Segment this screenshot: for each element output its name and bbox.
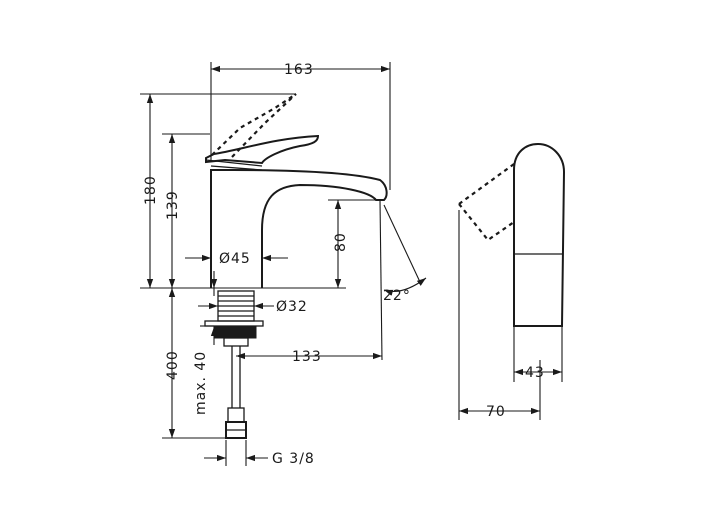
lever-closed bbox=[205, 134, 320, 165]
label-d32: Ø32 bbox=[276, 299, 308, 315]
lever-open-dashed bbox=[211, 93, 297, 156]
dimension-lines bbox=[140, 62, 563, 466]
label-70: 70 bbox=[486, 404, 506, 420]
label-400: 400 bbox=[165, 350, 181, 380]
side-view bbox=[458, 142, 566, 327]
label-80: 80 bbox=[333, 232, 349, 252]
side-lever-open-dashed bbox=[458, 163, 515, 242]
fixing-nut bbox=[213, 325, 257, 339]
label-22deg: 22° bbox=[383, 288, 411, 304]
faucet-body bbox=[210, 169, 388, 288]
fixing-washer bbox=[204, 320, 264, 327]
label-139: 139 bbox=[165, 190, 181, 220]
label-180: 180 bbox=[143, 175, 159, 205]
hose-fitting bbox=[227, 407, 245, 423]
dimension-labels: 163 180 139 80 Ø45 Ø32 22° 133 400 max. … bbox=[143, 62, 545, 467]
connection-hose bbox=[231, 346, 241, 408]
label-43: 43 bbox=[525, 365, 545, 381]
side-body bbox=[513, 142, 566, 327]
label-max40: max. 40 bbox=[193, 351, 209, 415]
front-view bbox=[204, 93, 388, 439]
label-133: 133 bbox=[292, 349, 322, 365]
label-g38: G 3/8 bbox=[272, 451, 315, 467]
label-163: 163 bbox=[284, 62, 314, 78]
lever-base bbox=[205, 159, 263, 167]
label-d45: Ø45 bbox=[219, 251, 251, 267]
